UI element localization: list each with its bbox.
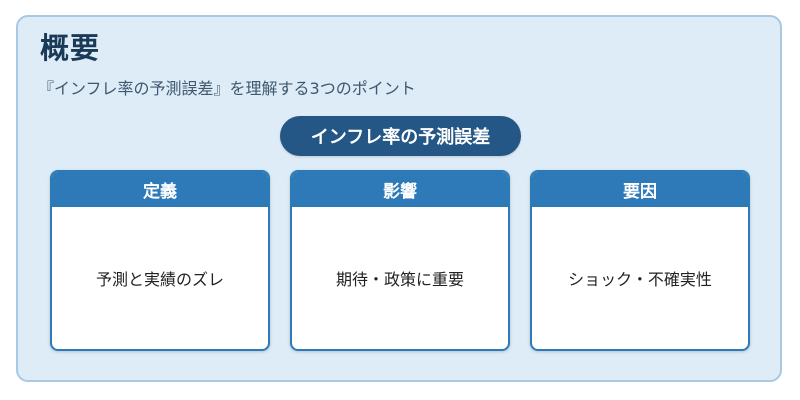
card-text: 期待・政策に重要	[335, 270, 464, 289]
central-topic-pill: インフレ率の予測誤差	[280, 116, 521, 156]
card-text: 予測と実績のズレ	[95, 270, 224, 289]
card-heading: 影響	[292, 172, 508, 207]
card-heading: 要因	[532, 172, 748, 207]
page-subtitle: 『インフレ率の予測誤差』を理解する3つのポイント	[38, 79, 416, 98]
card-cause: 要因 ショック・不確実性	[530, 170, 750, 351]
card-definition: 定義 予測と実績のズレ	[50, 170, 270, 351]
card-impact: 影響 期待・政策に重要	[290, 170, 510, 351]
page-title: 概要	[40, 31, 101, 65]
card-text: ショック・不確実性	[568, 270, 712, 289]
card-heading: 定義	[52, 172, 268, 207]
